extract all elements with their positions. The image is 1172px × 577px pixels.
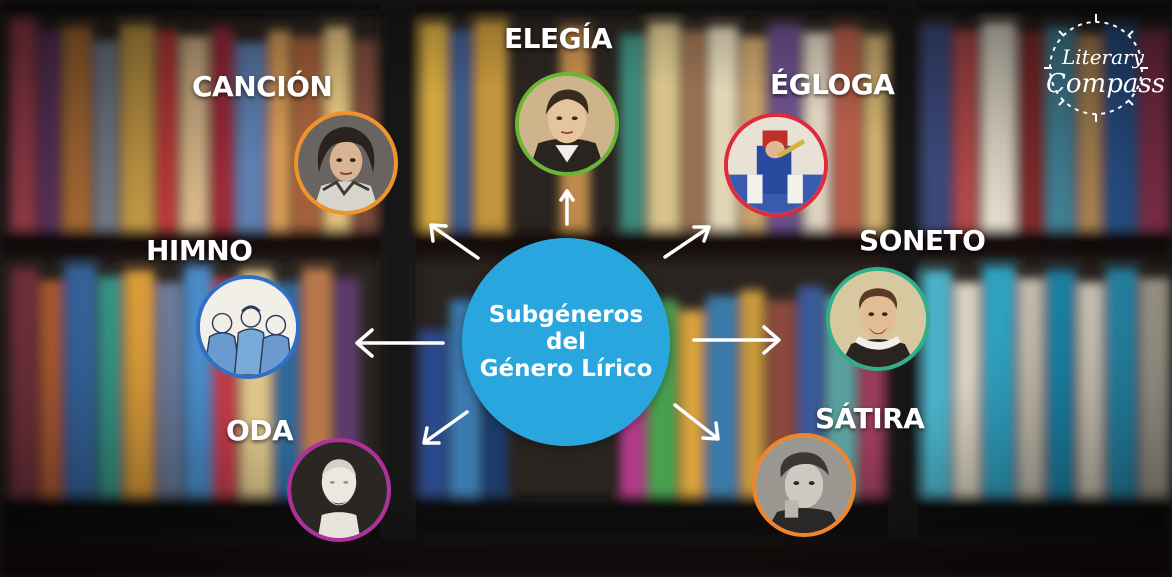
label-cancion: CANCIÓN xyxy=(192,70,333,103)
node-egloga xyxy=(724,113,828,217)
label-oda: ODA xyxy=(226,414,294,447)
logo-line1: Literary xyxy=(1061,45,1145,69)
center-topic: Subgéneros del Género Lírico xyxy=(462,238,670,446)
node-himno xyxy=(196,275,300,379)
label-elegia: ELEGÍA xyxy=(504,22,613,55)
shepherd-piper-icon xyxy=(728,117,824,213)
marble-bust-icon xyxy=(291,442,387,538)
shakespeare-portrait-icon xyxy=(830,271,926,367)
logo-line2: Compass xyxy=(1046,69,1165,99)
poet-portrait-icon xyxy=(519,76,615,172)
singer-portrait-icon xyxy=(298,115,394,211)
node-satira xyxy=(752,433,856,537)
label-satira: SÁTIRA xyxy=(815,402,925,435)
choir-singers-icon xyxy=(200,279,296,375)
label-egloga: ÉGLOGA xyxy=(770,68,895,101)
center-topic-text: Subgéneros del Género Lírico xyxy=(479,301,653,382)
node-cancion xyxy=(294,111,398,215)
node-elegia xyxy=(515,72,619,176)
node-soneto xyxy=(826,267,930,371)
label-himno: HIMNO xyxy=(146,234,253,267)
satirist-portrait-icon xyxy=(756,437,852,533)
node-oda xyxy=(287,438,391,542)
label-soneto: SONETO xyxy=(859,224,986,257)
literary-compass-logo: Literary Compass xyxy=(1044,14,1165,122)
